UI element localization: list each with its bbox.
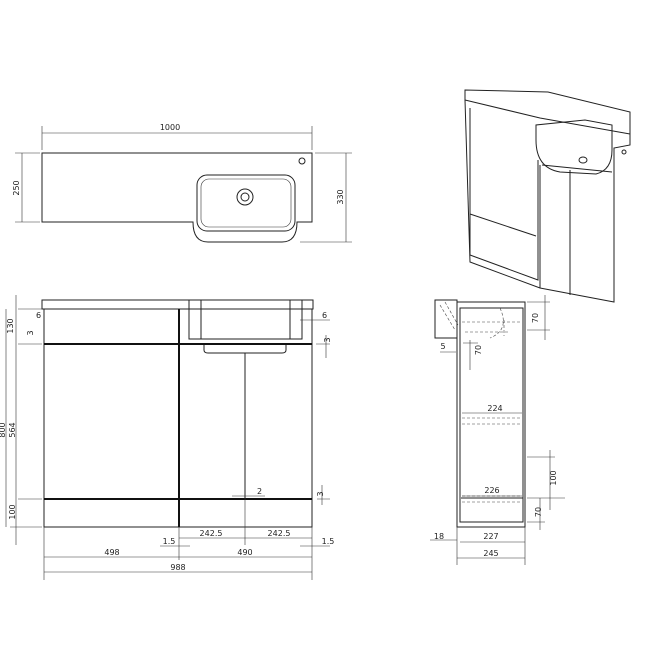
dim-inset-left: 6 bbox=[36, 311, 41, 320]
dim-upper-depth: 224 bbox=[487, 404, 502, 413]
dim-depth-right: 330 bbox=[336, 189, 345, 204]
dim-top-height: 130 bbox=[6, 318, 15, 333]
side-view: 70 5 70 224 100 226 70 18 227 245 bbox=[430, 295, 565, 565]
dim-bottom-rail: 70 bbox=[534, 507, 543, 517]
dim-edge-left: 1.5 bbox=[163, 537, 176, 546]
dim-inner-rail: 70 bbox=[474, 345, 483, 355]
dim-top-rail: 70 bbox=[531, 313, 540, 323]
dim-gap-bottom-right: 3 bbox=[316, 491, 325, 496]
dim-plinth-rail: 100 bbox=[549, 470, 558, 485]
dim-inset-right: 6 bbox=[322, 311, 327, 320]
dim-door-height: 564 bbox=[8, 422, 17, 437]
top-view: 1000 250 330 bbox=[12, 123, 352, 243]
dim-carcass-depth: 227 bbox=[483, 532, 498, 541]
dim-total-depth: 245 bbox=[483, 549, 498, 558]
dim-width: 1000 bbox=[160, 123, 180, 132]
dim-total-height: 800 bbox=[0, 422, 7, 437]
dim-gap-top-left: 3 bbox=[26, 330, 35, 335]
dim-edge-right: 1.5 bbox=[322, 537, 335, 546]
dim-depth-left: 250 bbox=[12, 180, 21, 195]
dim-lower-depth: 226 bbox=[484, 486, 499, 495]
dim-gap-top-right: 3 bbox=[323, 337, 332, 342]
dim-half-door-left: 242.5 bbox=[200, 529, 223, 538]
dim-half-door-right: 242.5 bbox=[268, 529, 291, 538]
dim-right-width: 490 bbox=[237, 548, 252, 557]
dim-total-width: 988 bbox=[170, 563, 185, 572]
isometric-view bbox=[464, 89, 631, 303]
dim-offset: 5 bbox=[440, 342, 445, 351]
dim-left-width: 498 bbox=[104, 548, 119, 557]
dim-door-thickness: 18 bbox=[434, 532, 444, 541]
dim-door-gap: 2 bbox=[257, 487, 262, 496]
dim-plinth-height: 100 bbox=[8, 504, 17, 519]
front-view: 130 3 6 800 564 100 2 3 6 3 242.5 242.5 … bbox=[0, 295, 334, 580]
